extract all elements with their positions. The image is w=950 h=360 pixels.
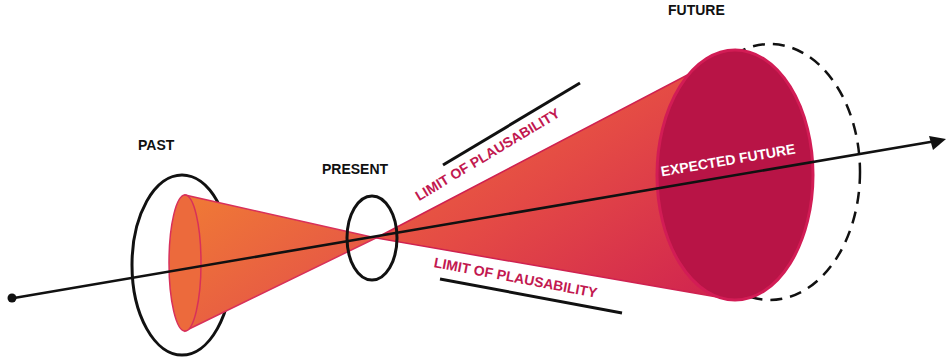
axis-start-dot bbox=[8, 294, 17, 303]
past-label: PAST bbox=[138, 138, 174, 152]
past-cone-end bbox=[169, 195, 201, 331]
present-label: PRESENT bbox=[322, 162, 388, 176]
limit-rule bbox=[443, 83, 580, 165]
axis-arrowhead bbox=[929, 136, 946, 150]
future-label: FUTURE bbox=[668, 3, 725, 17]
